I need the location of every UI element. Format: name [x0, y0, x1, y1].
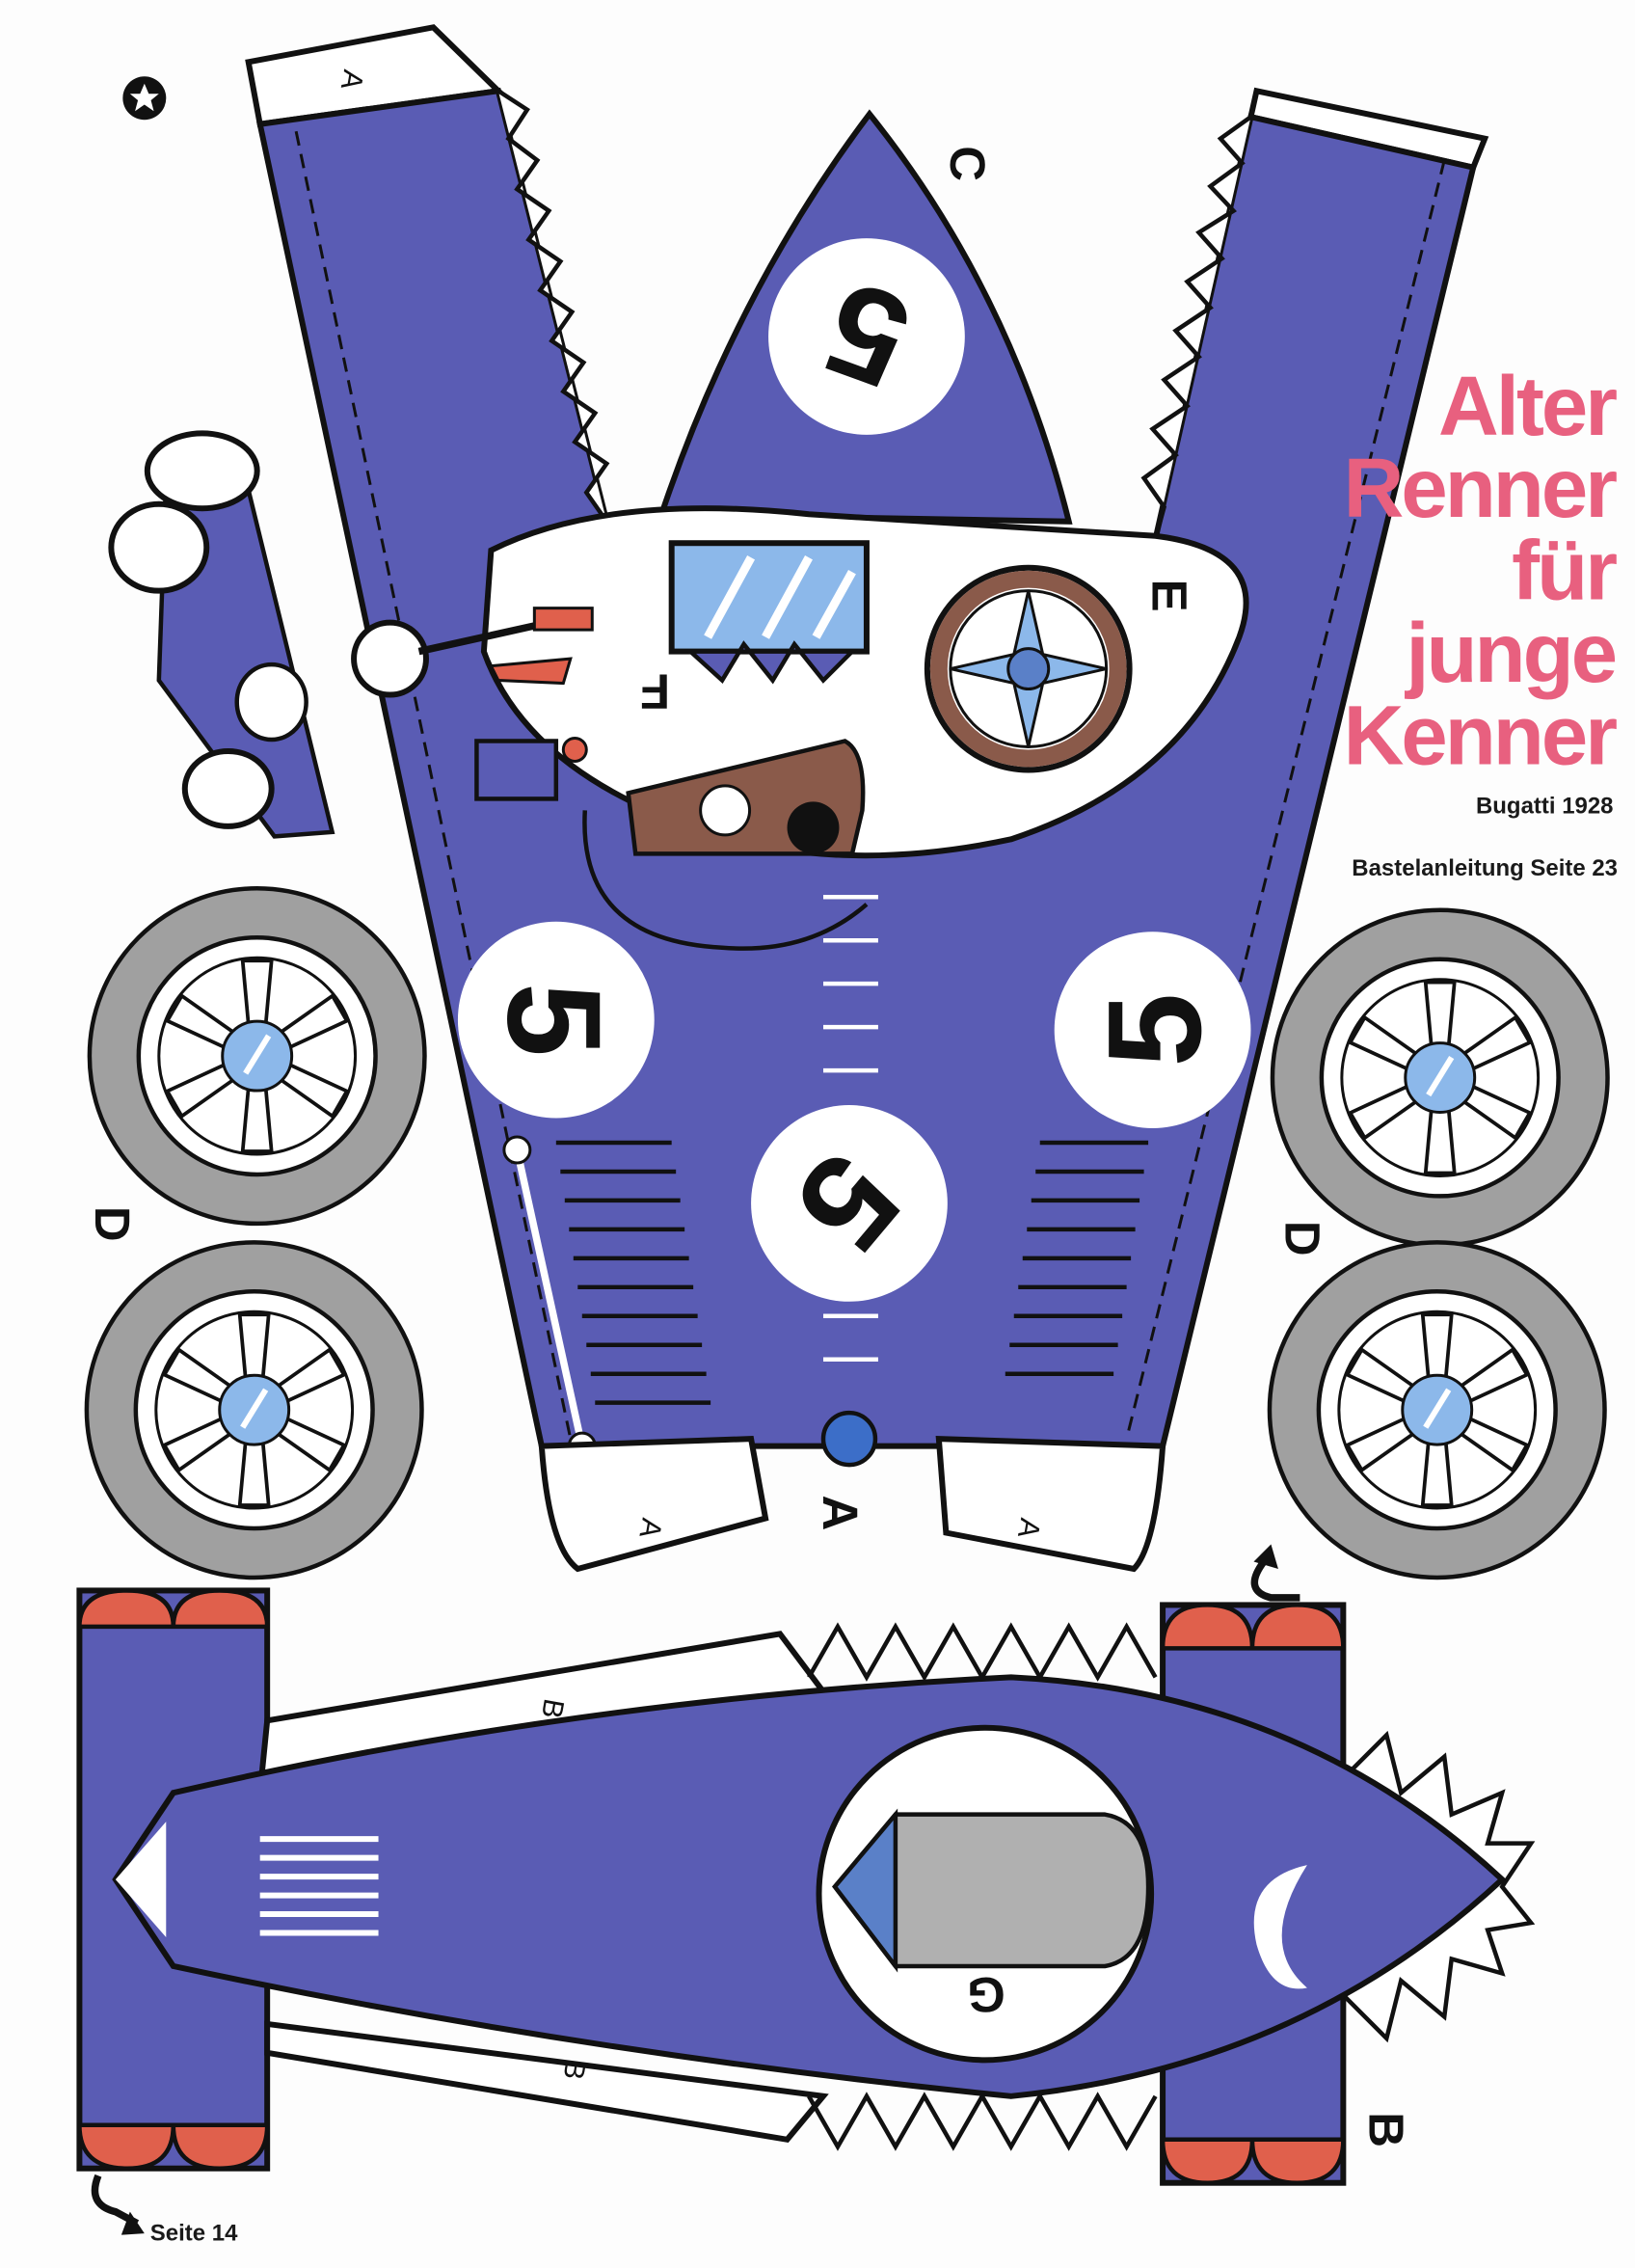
- wheel-4: [1270, 1242, 1605, 1578]
- arrow-icon-top-right: [1250, 1559, 1300, 1602]
- steering-wheel: [924, 564, 1133, 773]
- label-a-center: A: [813, 1496, 868, 1531]
- title-block: Alter Renner für junge Kenner Bugatti 19…: [1344, 360, 1621, 881]
- louvres-left: [555, 1140, 711, 1405]
- instructions-reference: Bastelanleitung Seite 23: [1352, 855, 1618, 881]
- chassis-part: [76, 1587, 1536, 2186]
- star-icon: [122, 76, 167, 121]
- wheel-1: [90, 888, 425, 1224]
- tab-a-bottom-right: [935, 1436, 1166, 1573]
- page-reference: Seite 14: [150, 2221, 238, 2247]
- label-c: C: [940, 146, 995, 181]
- radiator-cap: [820, 1410, 878, 1468]
- title-line-4: junge: [1404, 607, 1615, 700]
- assembled-car-illustration: [108, 430, 335, 839]
- label-f: F: [640, 664, 670, 719]
- louvres-right: [1005, 1140, 1149, 1376]
- title-line-3: für: [1512, 525, 1617, 618]
- label-d-right: D: [1274, 1221, 1329, 1256]
- wheel-2: [87, 1242, 422, 1578]
- tab-a-bottom-left: [538, 1436, 769, 1573]
- race-number-left: 5: [479, 983, 628, 1057]
- label-b-right: B: [1358, 2112, 1413, 2147]
- glue-teeth-left: [496, 89, 610, 524]
- label-g: G: [967, 1967, 1005, 2022]
- arrow-icon-bottom-left: [91, 2174, 140, 2227]
- title-line-2: Renner: [1344, 442, 1618, 535]
- label-e: E: [1142, 580, 1197, 612]
- glue-teeth-right: [1140, 115, 1252, 540]
- race-number-right: 5: [1081, 993, 1229, 1067]
- title-line-5: Kenner: [1344, 688, 1618, 782]
- windscreen: [668, 540, 870, 685]
- title-line-1: Alter: [1438, 360, 1617, 453]
- label-d-left: D: [85, 1206, 140, 1242]
- wheel-3: [1273, 910, 1608, 1246]
- model-name: Bugatti 1928: [1476, 793, 1614, 819]
